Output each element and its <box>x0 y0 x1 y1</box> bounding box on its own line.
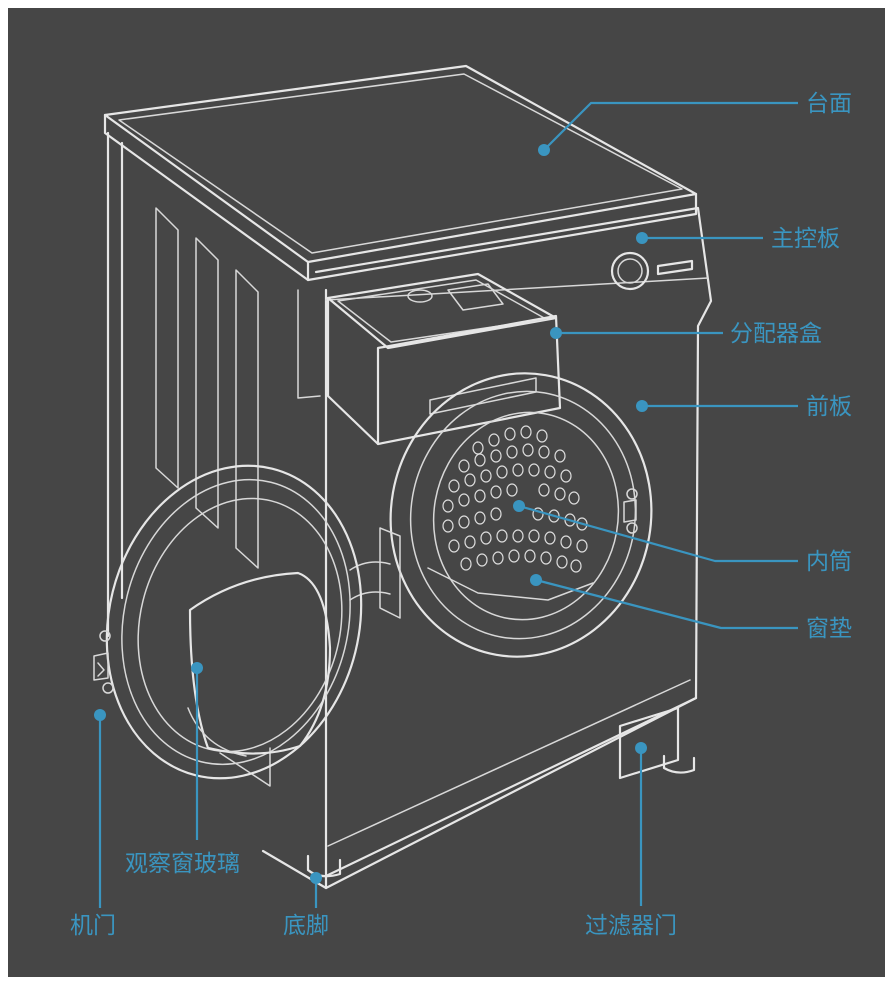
callout-door <box>94 709 106 908</box>
front-panel-outline <box>314 206 713 890</box>
label-viewing-glass: 观察窗玻璃 <box>125 851 240 877</box>
door-latch-outline <box>623 488 638 534</box>
drum-holes <box>442 425 588 573</box>
filter-door-outline <box>618 706 680 780</box>
label-front-panel: 前板 <box>806 394 852 420</box>
label-control-panel: 主控板 <box>771 226 840 252</box>
diagram-canvas: 台面 主控板 分配器盒 前板 内筒 窗垫 观察窗玻璃 机门 底脚 过滤器门 <box>8 8 885 977</box>
control-panel-outline <box>610 251 694 291</box>
callout-window-gasket <box>530 574 798 630</box>
callout-countertop <box>538 101 798 156</box>
label-texts: 台面 主控板 分配器盒 前板 内筒 窗垫 观察窗玻璃 机门 底脚 过滤器门 <box>70 91 852 939</box>
washing-machine-diagram: 台面 主控板 分配器盒 前板 内筒 窗垫 观察窗玻璃 机门 底脚 过滤器门 <box>70 64 852 939</box>
label-inner-drum: 内筒 <box>806 549 852 575</box>
callout-foot <box>310 872 322 908</box>
washing-machine-illustration <box>93 64 713 890</box>
callout-control-panel <box>636 232 763 244</box>
callout-inner-drum <box>513 500 798 563</box>
door-outline <box>93 464 363 780</box>
label-dispenser-box: 分配器盒 <box>730 321 822 347</box>
label-foot: 底脚 <box>283 913 329 939</box>
dispenser-drawer-outline <box>297 272 562 446</box>
callout-filter-door <box>635 742 647 906</box>
label-countertop: 台面 <box>806 91 852 117</box>
callout-dispenser-box <box>550 327 723 339</box>
countertop-outline <box>103 64 698 282</box>
label-door: 机门 <box>70 913 116 939</box>
callout-front-panel <box>636 400 798 412</box>
feet-outline <box>306 754 696 878</box>
callouts <box>94 101 798 908</box>
label-filter-door: 过滤器门 <box>585 913 677 939</box>
label-window-gasket: 窗垫 <box>806 616 852 642</box>
callout-viewing-glass <box>191 662 203 840</box>
door-opening-outline <box>349 372 653 658</box>
